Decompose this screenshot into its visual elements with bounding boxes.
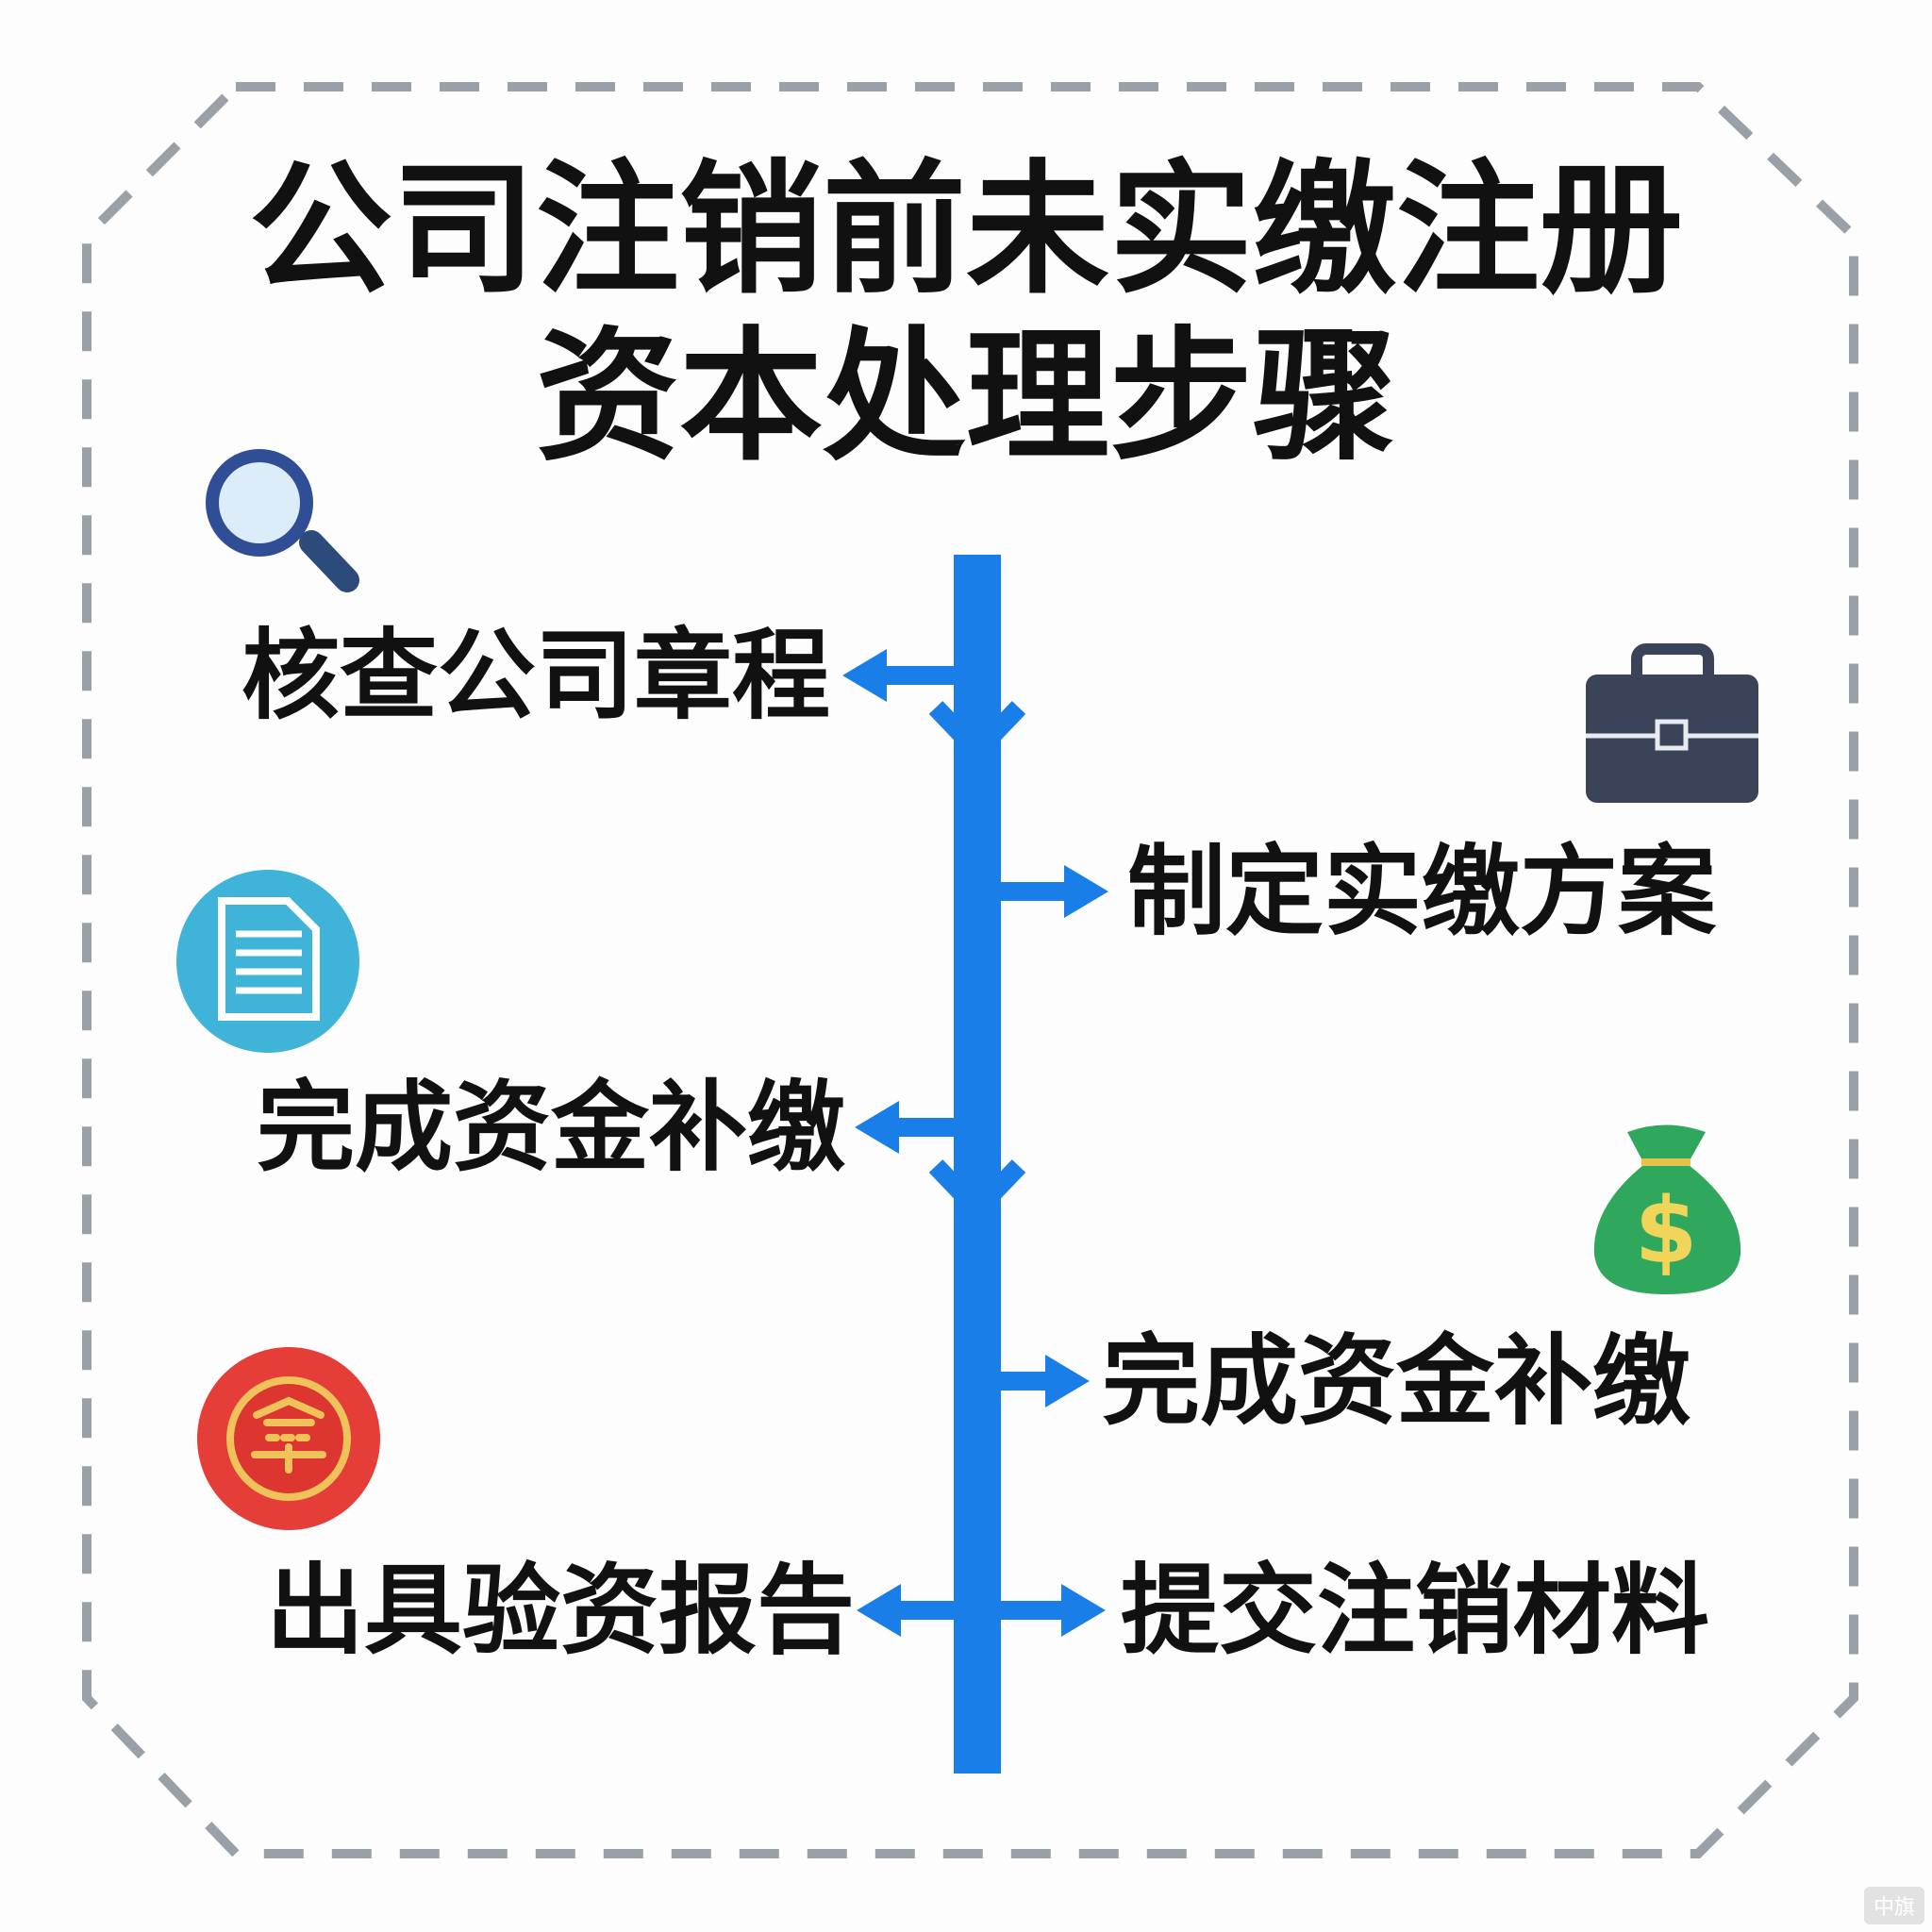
- chevron-down-2: [928, 1159, 1026, 1224]
- title-line-1: 公司注销前未实缴注册: [249, 146, 1683, 313]
- briefcase-icon: [1586, 643, 1758, 803]
- title-line-2: 资本处理步骤: [536, 313, 1396, 480]
- step-label-2: 制定实缴方案: [1127, 834, 1717, 949]
- seal-icon: [197, 1347, 380, 1530]
- step-label-5: 出具验资报告: [266, 1553, 856, 1668]
- magnifier-icon: [206, 449, 359, 592]
- money-bag-icon: [1593, 1124, 1741, 1294]
- step-label-1: 核查公司章程: [242, 618, 831, 733]
- arrow-right-3: [998, 1601, 1072, 1620]
- step-label-6: 提交注销材料: [1121, 1553, 1710, 1668]
- arrow-left-1: [877, 666, 958, 685]
- arrow-left-3: [891, 1601, 958, 1620]
- arrow-right-1: [998, 882, 1074, 901]
- arrow-left-2: [891, 1118, 958, 1137]
- dollar-sign: $: [1635, 1178, 1698, 1284]
- step-label-4: 完成资金补缴: [1102, 1324, 1691, 1439]
- document-icon: [176, 870, 359, 1053]
- chevron-down-1: [928, 701, 1026, 765]
- step-label-3: 完成资金补缴: [257, 1070, 846, 1185]
- watermark: 中旗: [1863, 1887, 1924, 1924]
- arrow-right-2: [998, 1372, 1057, 1391]
